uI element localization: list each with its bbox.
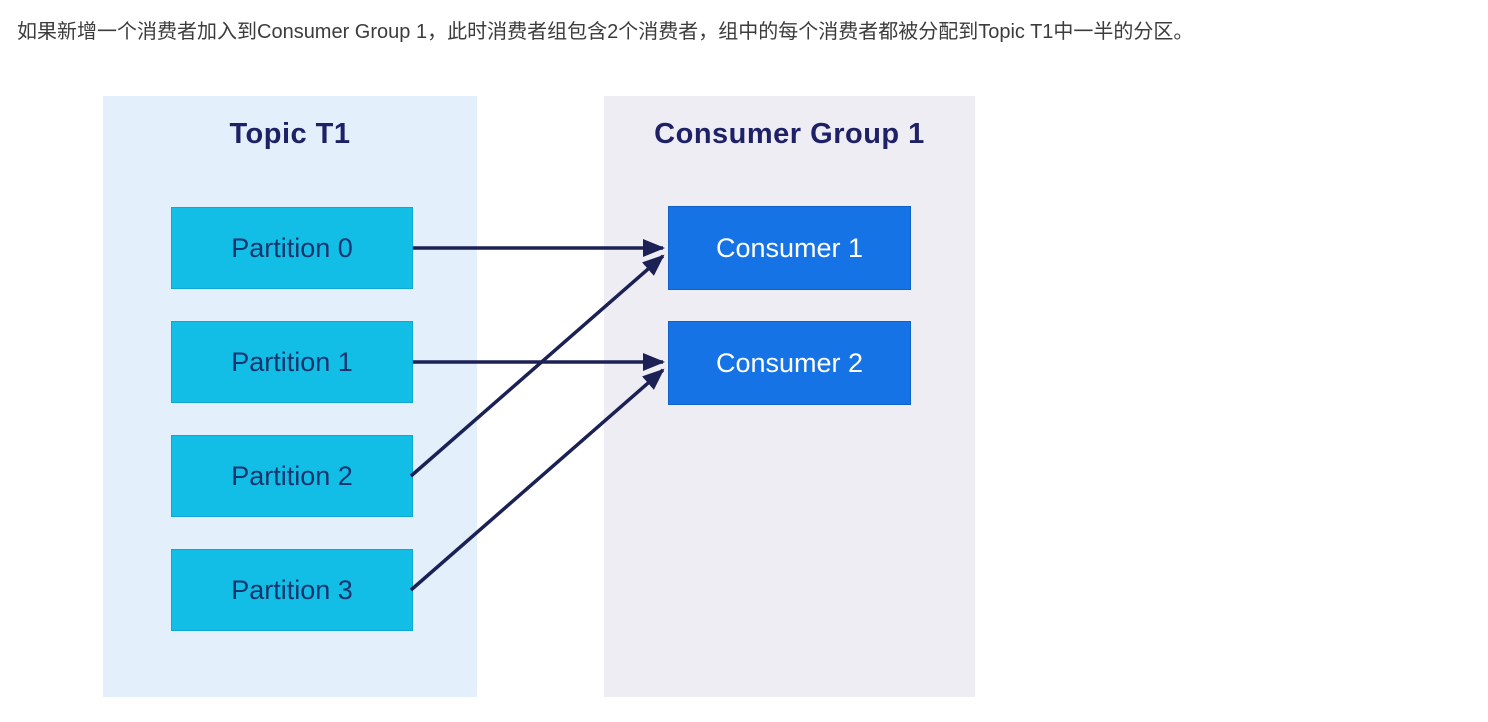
consumer-2-node: Consumer 2 — [668, 321, 911, 405]
partition-0-node: Partition 0 — [171, 207, 413, 289]
consumer-group-panel-title: Consumer Group 1 — [654, 118, 925, 150]
partition-1-node: Partition 1 — [171, 321, 413, 403]
consumer-1-node: Consumer 1 — [668, 206, 911, 290]
topic-panel: Topic T1 Partition 0 Partition 1 Partiti… — [103, 96, 477, 697]
partition-2-node: Partition 2 — [171, 435, 413, 517]
topic-panel-title: Topic T1 — [229, 118, 351, 150]
partition-3-node: Partition 3 — [171, 549, 413, 631]
description-text: 如果新增一个消费者加入到Consumer Group 1，此时消费者组包含2个消… — [17, 21, 1194, 43]
consumer-group-panel: Consumer Group 1 Consumer 1 Consumer 2 — [604, 96, 975, 697]
